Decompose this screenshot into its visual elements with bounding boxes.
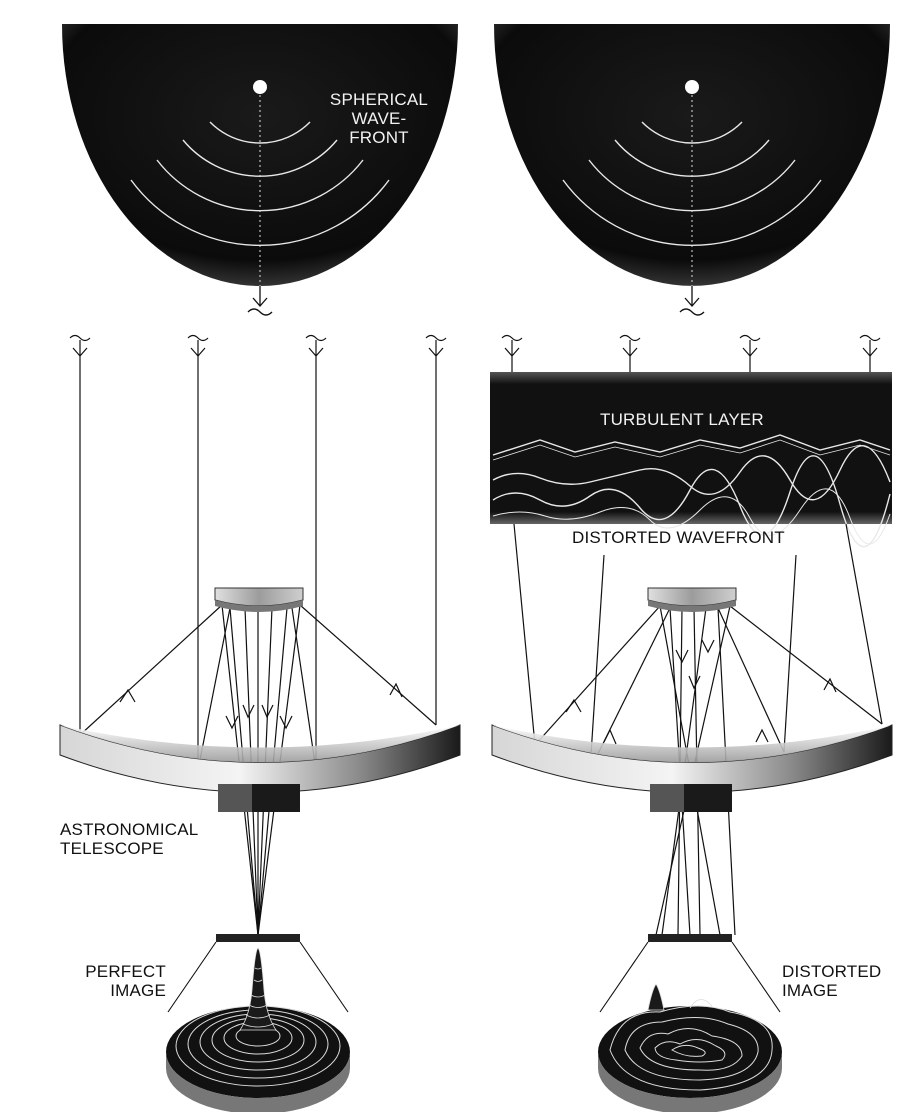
perfect-image-line-1: PERFECT — [85, 962, 166, 981]
spherical-wavefront-line-3: FRONT — [349, 128, 409, 147]
spherical-wavefront-line-2: WAVE- — [351, 109, 407, 128]
turbulent-layer-label: TURBULENT LAYER — [600, 410, 764, 429]
distorted-wavefront-label: DISTORTED WAVEFRONT — [572, 528, 785, 547]
perfect-image-label: PERFECT IMAGE — [62, 962, 166, 1000]
distorted-image-line-1: DISTORTED — [782, 962, 882, 981]
spherical-wavefront-line-1: SPHERICAL — [329, 90, 429, 109]
right-point-source — [685, 80, 699, 94]
distorted-image-label: DISTORTED IMAGE — [782, 962, 881, 1000]
astronomical-telescope-label: ASTRONOMICAL TELESCOPE — [60, 820, 198, 858]
right-distorted-rays — [513, 523, 883, 936]
astronomical-telescope-line-2: TELESCOPE — [60, 839, 164, 858]
right-incoming-rays — [501, 334, 881, 385]
left-source-dome — [62, 24, 458, 300]
left-primary-mirror — [59, 724, 461, 812]
left-point-source — [253, 80, 267, 94]
turbulent-layer — [490, 372, 892, 548]
astronomical-telescope-line-1: ASTRONOMICAL — [60, 820, 199, 839]
left-detector — [167, 934, 349, 1013]
right-primary-mirror — [491, 724, 893, 812]
distorted-image-pattern — [598, 983, 782, 1112]
perfect-image-line-2: IMAGE — [110, 981, 166, 1000]
right-source-dome — [494, 24, 890, 300]
right-secondary-mirror — [647, 587, 737, 612]
right-detector — [599, 934, 781, 1013]
spherical-wavefront-label: SPHERICAL WAVE- FRONT — [322, 90, 436, 147]
perfect-image-pattern — [166, 947, 350, 1112]
dome-output-arrows — [247, 286, 705, 316]
distorted-image-line-2: IMAGE — [782, 981, 838, 1000]
left-secondary-mirror — [214, 587, 304, 612]
